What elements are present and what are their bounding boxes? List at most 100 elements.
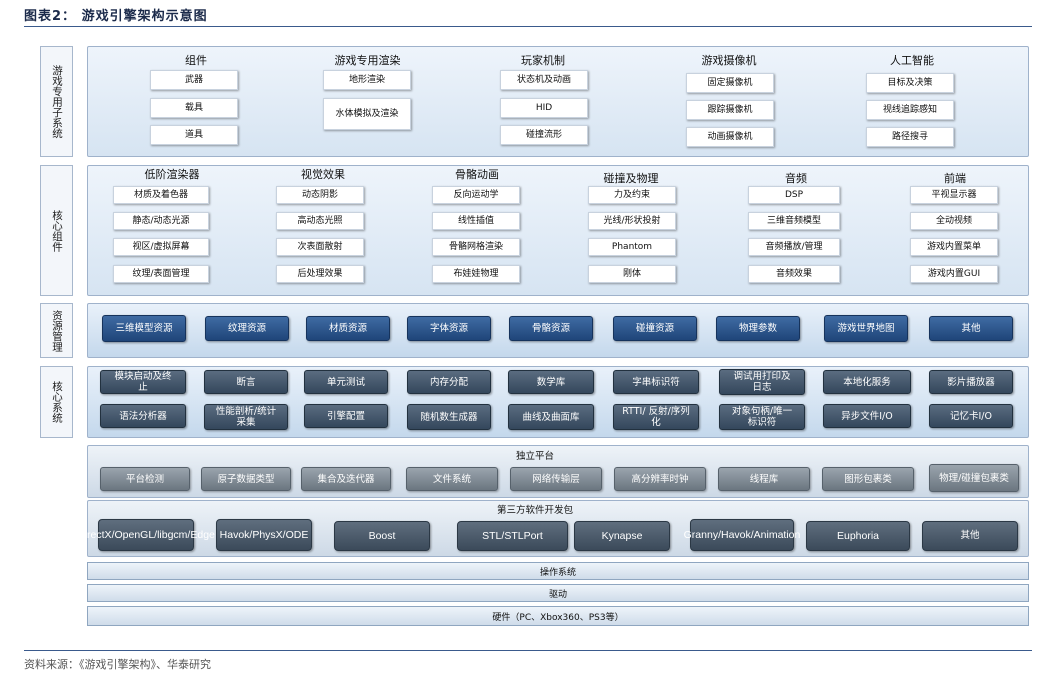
component-box: 静态/动态光源: [113, 212, 209, 230]
component-box: 全动视频: [910, 212, 998, 230]
component-box: 游戏内置菜单: [910, 238, 998, 256]
footer-rule: [24, 650, 1032, 651]
group-title: 视觉效果: [301, 168, 345, 181]
core-system-box: 性能剖析/统计采集: [204, 404, 288, 430]
side-label-resource-management: 资源管理: [40, 303, 73, 358]
resource-box: 纹理资源: [205, 316, 289, 341]
layer-drivers: 驱动: [87, 584, 1029, 602]
component-box: 布娃娃物理: [432, 265, 520, 283]
core-system-box: RTTI/ 反射/序列化: [613, 404, 699, 430]
component-box: 视线追踪感知: [866, 100, 954, 120]
platform-title: 独立平台: [515, 451, 554, 462]
component-box: 动态阴影: [276, 186, 364, 204]
group-title: 前端: [944, 172, 966, 185]
sdk-box: Boost: [334, 521, 430, 551]
component-box: Phantom: [588, 238, 676, 256]
component-box: 次表面散射: [276, 238, 364, 256]
component-box: 线性插值: [432, 212, 520, 230]
group-title: 碰撞及物理: [603, 172, 659, 185]
sdk-box: STL/STLPort: [457, 521, 568, 551]
side-label-core-systems: 核心系统: [40, 366, 73, 438]
component-box: 纹理/表面管理: [113, 265, 209, 283]
sdk-box: Euphoria: [806, 521, 910, 551]
group-title: 低阶渲染器: [144, 168, 200, 181]
platform-box: 平台检测: [100, 467, 190, 491]
group-title: 玩家机制: [521, 54, 565, 67]
core-system-box: 语法分析器: [100, 404, 186, 428]
core-system-box: 影片播放器: [929, 370, 1013, 394]
core-system-box: 模块启动及终止: [100, 370, 186, 394]
component-box: 平视显示器: [910, 186, 998, 204]
third-party-title: 第三方软件开发包: [496, 505, 573, 516]
component-box: 骨骼网格渲染: [432, 238, 520, 256]
side-label-core-components: 核心组件: [40, 165, 73, 296]
component-box: 目标及决策: [866, 73, 954, 93]
component-box: 地形渲染: [323, 70, 411, 90]
core-system-box: 内存分配: [407, 370, 491, 394]
core-system-box: 本地化服务: [823, 370, 911, 394]
platform-box: 集合及迭代器: [301, 467, 391, 491]
group-title: 音频: [785, 172, 807, 185]
component-box: 后处理效果: [276, 265, 364, 283]
component-box: 刚体: [588, 265, 676, 283]
core-system-box: 异步文件I/O: [823, 404, 911, 428]
core-system-box: 数学库: [508, 370, 594, 394]
component-box: 动画摄像机: [686, 127, 774, 147]
platform-box: 原子数据类型: [201, 467, 291, 491]
platform-box: 线程库: [718, 467, 810, 491]
component-box: 道具: [150, 125, 238, 145]
core-system-box: 随机数生成器: [407, 404, 491, 430]
resource-box: 其他: [929, 316, 1013, 341]
group-title: 游戏专用渲染: [334, 54, 401, 67]
platform-box: 网络传输层: [510, 467, 602, 491]
component-box: 反向运动学: [432, 186, 520, 204]
group-title: 骨骼动画: [455, 168, 499, 181]
group-title: 组件: [185, 54, 207, 67]
title-rule: [24, 26, 1032, 27]
resource-box: 材质资源: [306, 316, 390, 341]
sdk-box: Granny/Havok/Animation: [684, 519, 800, 551]
component-box: 载具: [150, 98, 238, 118]
group-title: 人工智能: [890, 54, 934, 67]
core-components-panel: [87, 165, 1029, 296]
platform-box: 高分辨率时钟: [614, 467, 706, 491]
component-box: 碰撞流形: [500, 125, 588, 145]
component-box: 跟踪摄像机: [686, 100, 774, 120]
core-system-box: 单元测试: [304, 370, 388, 394]
platform-box: 物理/碰撞包裹类: [929, 464, 1019, 492]
core-system-box: 曲线及曲面库: [508, 404, 594, 430]
core-system-box: 对象句柄/唯一标识符: [719, 404, 805, 430]
sdk-box: Havok/PhysX/ODE: [216, 519, 312, 551]
resource-box: 骨骼资源: [509, 316, 593, 341]
side-label-game-subsystems: 游戏专用子系统: [40, 46, 73, 157]
core-system-box: 引擎配置: [304, 404, 388, 428]
component-box: HID: [500, 98, 588, 118]
component-box: 音频效果: [748, 265, 840, 283]
core-system-box: 字串标识符: [613, 370, 699, 394]
figure-title: 图表2： 游戏引擎架构示意图: [24, 9, 208, 24]
resource-box: 三维模型资源: [102, 315, 186, 342]
group-title: 游戏摄像机: [701, 54, 757, 67]
component-box: 游戏内置GUI: [910, 265, 998, 283]
layer-hardware: 硬件（PC、Xbox360、PS3等）: [87, 606, 1029, 626]
resource-box: 字体资源: [407, 316, 491, 341]
sdk-box: Kynapse: [574, 521, 670, 551]
component-box: DSP: [748, 186, 840, 204]
component-box: 三维音频模型: [748, 212, 840, 230]
resource-box: 碰撞资源: [613, 316, 697, 341]
component-box: 音频播放/管理: [748, 238, 840, 256]
component-box: 状态机及动画: [500, 70, 588, 90]
component-box: 光线/形状投射: [588, 212, 676, 230]
core-system-box: 记忆卡I/O: [929, 404, 1013, 428]
source-note: 资料来源：《游戏引擎架构》、华泰研究: [24, 658, 211, 671]
sdk-box: 其他: [922, 521, 1018, 551]
core-system-box: 断言: [204, 370, 288, 394]
layer-os: 操作系统: [87, 562, 1029, 580]
component-box: 力及约束: [588, 186, 676, 204]
resource-box: 游戏世界地图: [824, 315, 908, 342]
component-box: 固定摄像机: [686, 73, 774, 93]
component-box: 武器: [150, 70, 238, 90]
component-box: 材质及着色器: [113, 186, 209, 204]
component-box: 路径搜寻: [866, 127, 954, 147]
platform-box: 图形包裹类: [822, 467, 914, 491]
